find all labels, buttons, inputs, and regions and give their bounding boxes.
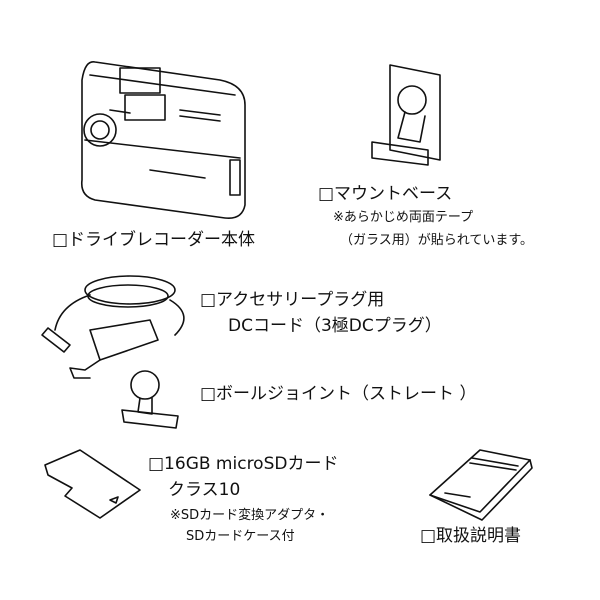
mount-base-note-1: ※あらかじめ両面テープ (333, 210, 474, 225)
mount-base-note-2: （ガラス用）が貼られています。 (340, 233, 534, 248)
sd-card-label-1: □16GB microSDカード (148, 454, 339, 474)
manual-label: □取扱説明書 (420, 526, 522, 546)
dc-cord-label-2: DCコード（3極DCプラグ） (228, 316, 442, 336)
mount-base-label: □マウントベース (318, 184, 453, 204)
sd-card-note-1: ※SDカード変換アダプタ・ (170, 508, 330, 523)
manual-illustration (429, 449, 533, 521)
dashcam-label: □ドライブレコーダー本体 (52, 230, 256, 250)
sd-card-label-2: クラス10 (168, 480, 241, 500)
sd-card-note-2: SDカードケース付 (186, 529, 295, 544)
dc-cord-illustration (41, 275, 185, 379)
dc-cord-label-1: □アクセサリープラグ用 (200, 290, 385, 310)
sd-card-illustration (44, 449, 141, 519)
ball-joint-illustration (121, 370, 179, 429)
ball-joint-label: □ボールジョイント（ストレート ） (200, 384, 477, 404)
mount-base-illustration (371, 64, 441, 166)
dashcam-illustration (80, 61, 246, 220)
